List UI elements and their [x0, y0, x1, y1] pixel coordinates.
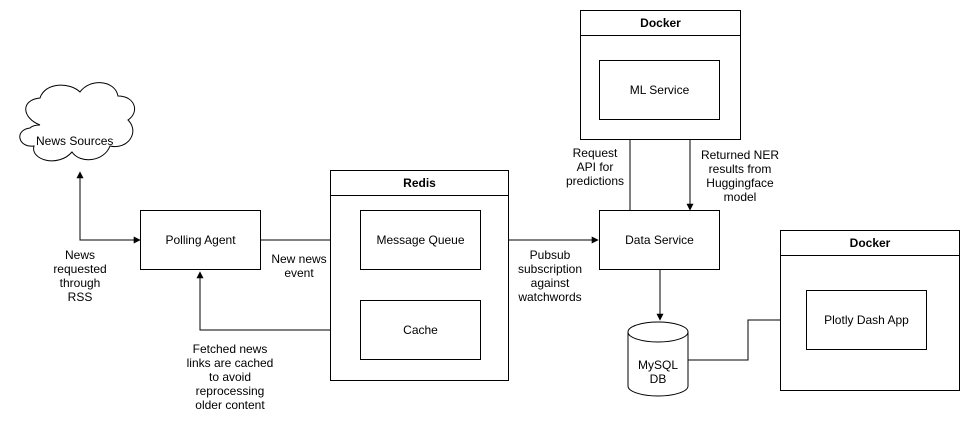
label-pubsub: Pubsub subscription against watchwords [505, 248, 595, 304]
label-pubsub-line-3: against [530, 276, 570, 290]
label-new-event-line-2: event [284, 266, 314, 280]
label-cached-line-5: older content [195, 398, 265, 412]
label-pubsub-line-1: Pubsub [529, 248, 571, 262]
label-rss-line-1: News [64, 248, 95, 262]
mysql-label-line-2: DB [649, 372, 667, 386]
label-ner-results-line-2: results from [708, 162, 772, 176]
label-request-api-line-3: predictions [565, 174, 625, 188]
label-request-api-line-1: Request [572, 146, 618, 160]
news-sources-cloud [19, 82, 136, 162]
label-rss: News requested through RSS [50, 248, 110, 304]
label-ner-results-line-4: model [723, 190, 757, 204]
docker-dash-title: Docker [781, 231, 959, 256]
label-cached-line-4: reprocessing [195, 384, 265, 398]
mysql-db-label: MySQL DB [628, 358, 688, 386]
label-request-api: Request API for predictions [560, 146, 630, 188]
label-ner-results-line-1: Returned NER [700, 148, 780, 162]
label-ner-results-line-3: Huggingface [706, 176, 774, 190]
edge-dash [688, 316, 807, 361]
label-pubsub-line-2: subscription [517, 262, 583, 276]
cache-label: Cache [403, 323, 438, 337]
cache-node: Cache [360, 300, 481, 360]
edge-cache [196, 271, 359, 334]
label-cached: Fetched news links are cached to avoid r… [180, 342, 280, 412]
label-request-api-line-2: API for [576, 160, 614, 174]
label-rss-line-2: requested [53, 262, 107, 276]
label-ner-results: Returned NER results from Huggingface mo… [690, 148, 790, 204]
message-queue-label: Message Queue [376, 233, 465, 247]
label-new-event: New news event [264, 252, 334, 280]
label-rss-line-3: through [59, 276, 101, 290]
polling-agent-label: Polling Agent [165, 233, 236, 247]
mysql-label-line-1: MySQL [637, 358, 678, 372]
message-queue-node: Message Queue [360, 210, 481, 270]
mysql-db-cylinder [627, 321, 689, 397]
label-cached-line-2: links are cached [186, 356, 274, 370]
ml-service-label: ML Service [629, 83, 690, 97]
label-cached-line-3: to avoid [208, 370, 252, 384]
edge-rss [76, 171, 141, 244]
news-sources-label: News Sources [36, 134, 114, 148]
docker-ml-title: Docker [581, 11, 740, 36]
label-pubsub-line-4: watchwords [518, 290, 582, 304]
label-rss-line-4: RSS [67, 290, 93, 304]
label-new-event-line-1: New news [271, 252, 327, 266]
label-cached-line-1: Fetched news [192, 342, 268, 356]
ml-service-node: ML Service [599, 60, 720, 120]
data-service-node: Data Service [599, 210, 720, 270]
data-service-label: Data Service [625, 233, 694, 247]
polling-agent-node: Polling Agent [140, 210, 261, 270]
plotly-dash-app-node: Plotly Dash App [806, 290, 927, 350]
plotly-dash-app-label: Plotly Dash App [824, 313, 909, 327]
redis-title: Redis [331, 171, 508, 196]
